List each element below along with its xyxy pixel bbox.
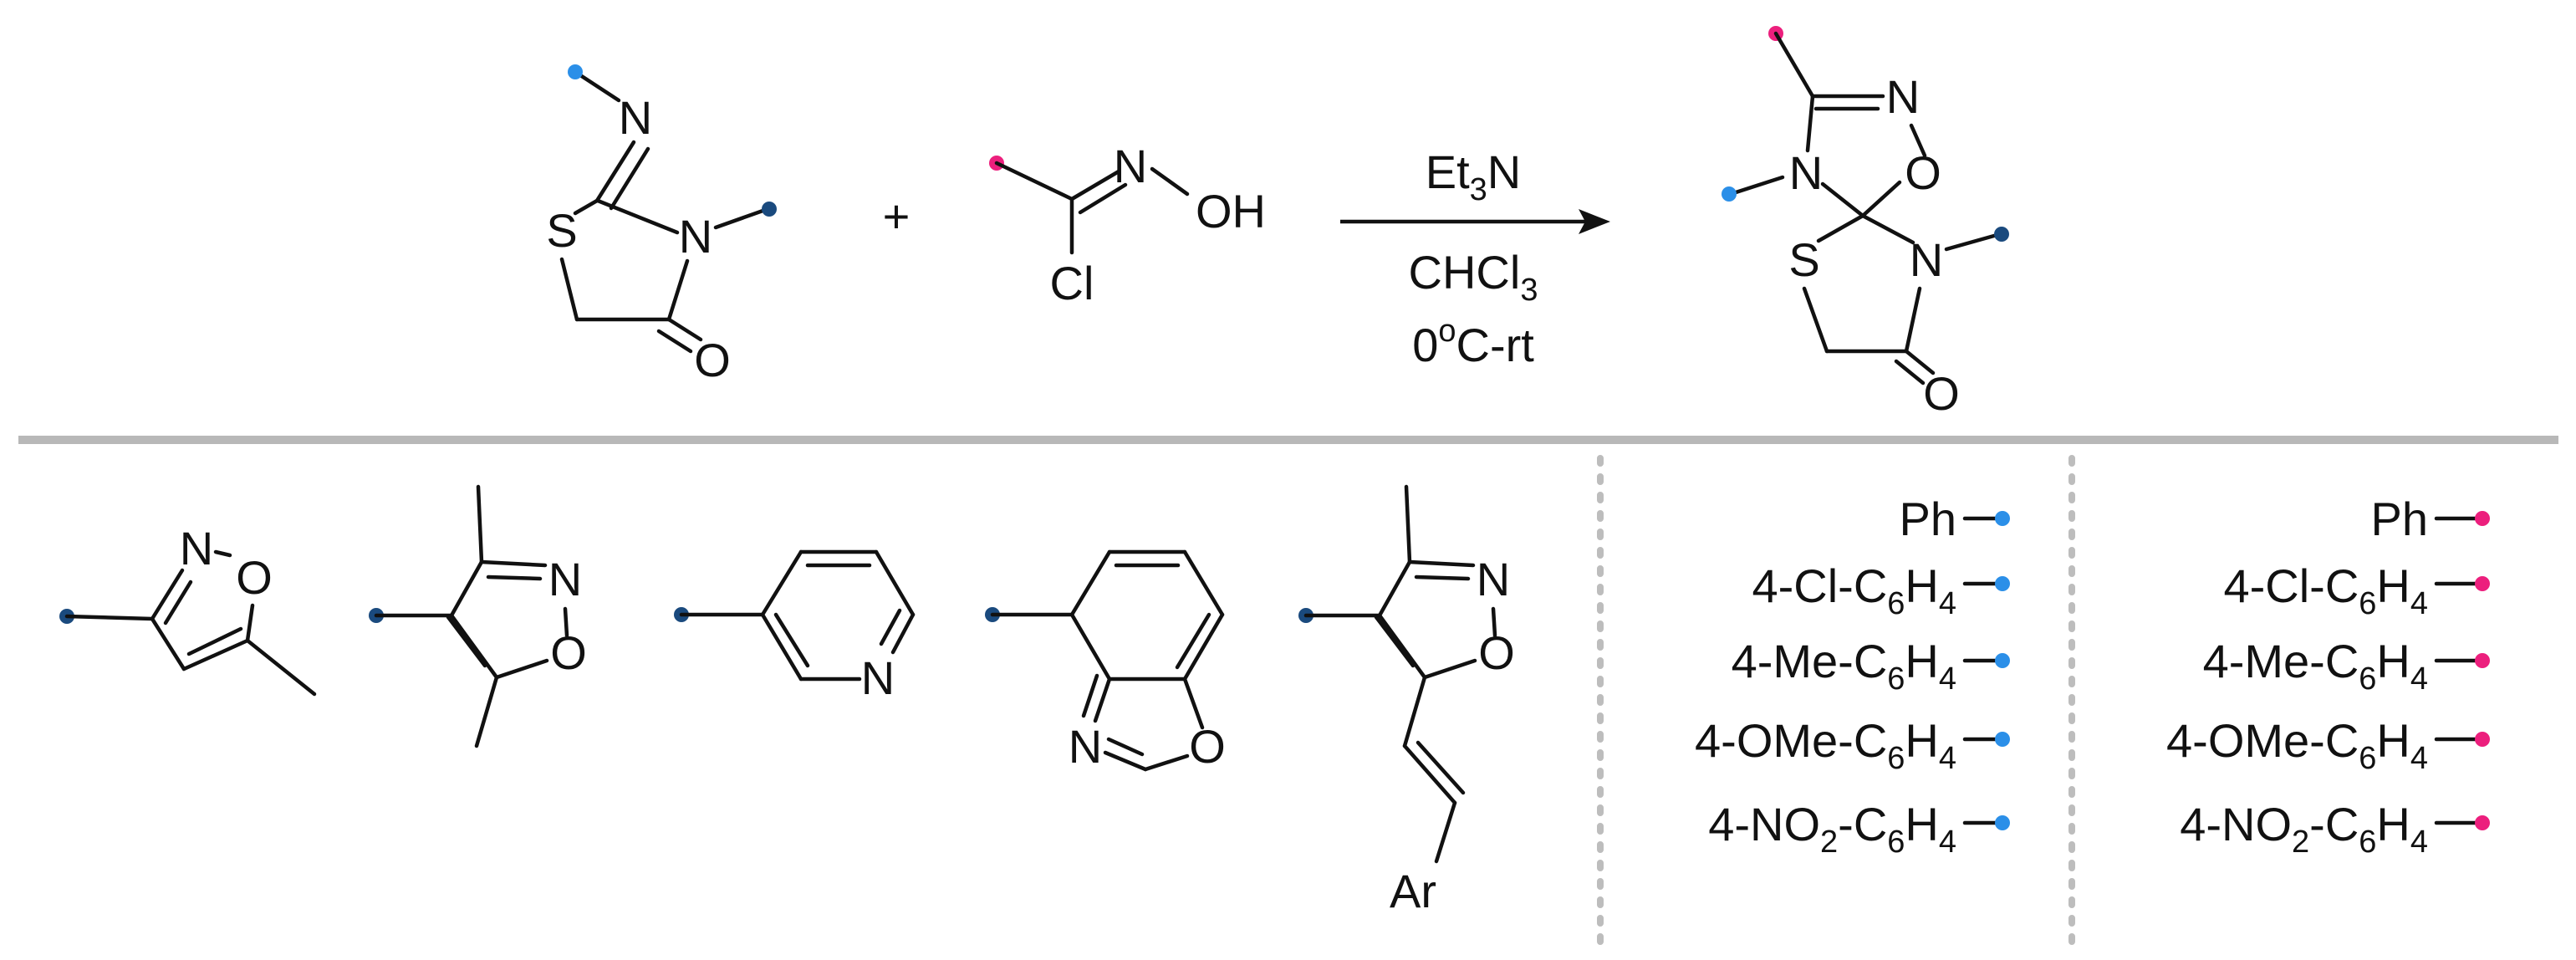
reactant-hydroximoyl-chloride: N OH Cl bbox=[989, 140, 1266, 309]
pink-substituent-dot bbox=[2475, 511, 2490, 526]
list-item: 4-Cl-C6H4 bbox=[1752, 559, 2010, 621]
list-item: 4-NO2-C6H4 bbox=[2180, 798, 2490, 860]
blue-substituent-dot bbox=[568, 64, 583, 79]
list-item-label: 4-OMe-C6H4 bbox=[1695, 714, 1956, 776]
blue-substituent-dot bbox=[1995, 732, 2010, 747]
blue-substituent-dot bbox=[1995, 815, 2010, 830]
atom-N: N bbox=[861, 651, 895, 704]
substituent-pyridin-3-yl: N bbox=[674, 549, 916, 704]
atom-Cl: Cl bbox=[1050, 257, 1094, 309]
blue-substituent-dot bbox=[1995, 511, 2010, 526]
pink-substituent-dot bbox=[2475, 653, 2490, 668]
list-item-label: 4-Cl-C6H4 bbox=[2224, 559, 2429, 621]
blue-substituent-dot bbox=[1995, 576, 2010, 591]
list-item: 4-Cl-C6H4 bbox=[2224, 559, 2490, 621]
atom-ring-N: N bbox=[679, 210, 712, 263]
pink-substituent-dot bbox=[2475, 732, 2490, 747]
list-item: 4-Me-C6H4 bbox=[1732, 635, 2010, 697]
atom-O: O bbox=[1189, 720, 1226, 773]
list-item: Ph bbox=[1900, 493, 2010, 545]
atom-oxime-N: N bbox=[1114, 140, 1147, 192]
list-item-label: Ph bbox=[2371, 493, 2429, 545]
atom-product-N-lower: N bbox=[1910, 233, 1943, 286]
condition-solvent: CHCl3 bbox=[1409, 246, 1538, 308]
pink-substituent-dot bbox=[2475, 815, 2490, 830]
atom-product-S: S bbox=[1788, 233, 1819, 286]
atom-O: O bbox=[1478, 626, 1515, 679]
atom-N: N bbox=[1477, 553, 1510, 605]
condition-temperature: 0oC-rt bbox=[1412, 314, 1534, 371]
atom-imine-N: N bbox=[619, 91, 652, 144]
plus-sign: + bbox=[883, 190, 911, 243]
substituent-3-5-dimethylisoxazol-4-yl: N O bbox=[369, 484, 587, 748]
atom-O: O bbox=[550, 626, 587, 679]
list-item: 4-Me-C6H4 bbox=[2203, 635, 2490, 697]
atom-N: N bbox=[1069, 720, 1102, 773]
list-item-label: 4-OMe-C6H4 bbox=[2166, 714, 2428, 776]
atom-N: N bbox=[180, 522, 213, 574]
list-item-label: 4-Cl-C6H4 bbox=[1752, 559, 1957, 621]
list-item: 4-NO2-C6H4 bbox=[1708, 798, 2010, 860]
atom-Ar: Ar bbox=[1390, 865, 1436, 917]
blue-substituent-list: Ph 4-Cl-C6H4 4-Me-C6H4 4-OMe-C6H4 4-NO2-… bbox=[1695, 493, 2010, 860]
list-item-label: 4-Me-C6H4 bbox=[2203, 635, 2428, 697]
atom-product-N-left: N bbox=[1789, 146, 1823, 199]
substituent-3-methyl-5-styrylisoxazol-4-yl: N O Ar bbox=[1298, 484, 1515, 917]
atom-product-N-top: N bbox=[1886, 70, 1920, 123]
list-item-label: Ph bbox=[1900, 493, 1957, 545]
atom-OH: OH bbox=[1196, 185, 1266, 237]
blue-substituent-dot bbox=[1722, 186, 1737, 202]
product-spiro-compound: N O N S N O bbox=[1722, 26, 2009, 420]
pink-substituent-list: Ph 4-Cl-C6H4 4-Me-C6H4 4-OMe-C6H4 4-NO2-… bbox=[2166, 493, 2490, 860]
list-item: Ph bbox=[2371, 493, 2490, 545]
atom-carbonyl-O: O bbox=[694, 334, 731, 386]
reactant-iminothiazolidinone: N S N O bbox=[546, 64, 777, 386]
list-item-label: 4-Me-C6H4 bbox=[1732, 635, 1956, 697]
atom-product-ring-O: O bbox=[1905, 146, 1941, 199]
atom-product-carbonyl-O: O bbox=[1923, 367, 1960, 420]
reaction-arrow bbox=[1340, 209, 1610, 234]
navy-substituent-dot bbox=[762, 202, 777, 217]
pink-substituent-dot bbox=[2475, 576, 2490, 591]
substituent-5-methylisoxazol-3-yl: N O bbox=[59, 522, 317, 697]
navy-substituent-dot bbox=[1994, 227, 2009, 242]
atom-N: N bbox=[548, 553, 582, 605]
atom-S: S bbox=[546, 204, 577, 257]
substituent-benzoxazol-4-yl: N O bbox=[985, 549, 1226, 773]
list-item-label: 4-NO2-C6H4 bbox=[1708, 798, 1956, 860]
blue-substituent-dot bbox=[1995, 653, 2010, 668]
list-item: 4-OMe-C6H4 bbox=[1695, 714, 2010, 776]
atom-O: O bbox=[236, 551, 273, 604]
list-item-label: 4-NO2-C6H4 bbox=[2180, 798, 2428, 860]
list-item: 4-OMe-C6H4 bbox=[2166, 714, 2490, 776]
condition-base: Et3N bbox=[1426, 146, 1522, 207]
